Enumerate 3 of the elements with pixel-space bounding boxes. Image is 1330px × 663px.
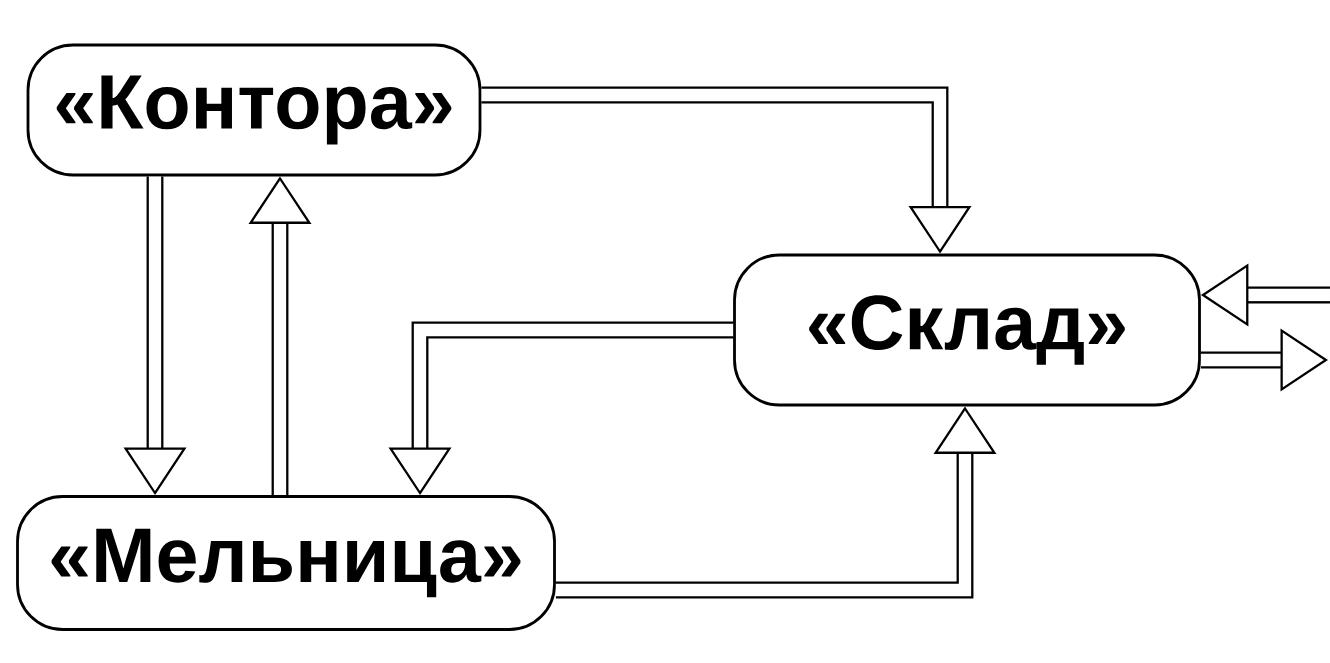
process-box: «Склад» [733, 253, 1201, 407]
process-box: «Мельница» [16, 495, 556, 631]
process-box: «Контора» [26, 43, 482, 177]
